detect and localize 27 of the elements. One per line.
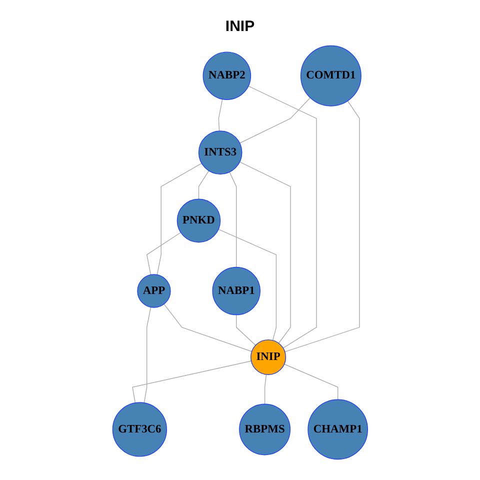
connector bbox=[218, 98, 223, 132]
connector bbox=[248, 86, 317, 348]
node-circle: NABP1 bbox=[212, 266, 260, 316]
node-circle: INTS3 bbox=[198, 130, 242, 174]
node-circle: INIP bbox=[250, 339, 286, 376]
connector bbox=[239, 97, 310, 144]
node-circle: COMTD1 bbox=[300, 45, 362, 106]
connector bbox=[264, 374, 266, 404]
node-circle: CHAMP1 bbox=[307, 399, 368, 460]
connector bbox=[144, 306, 151, 404]
node-circle: GTF3C6 bbox=[112, 402, 167, 457]
connector bbox=[236, 314, 256, 346]
connector bbox=[156, 162, 202, 276]
node-circle: RBPMS bbox=[238, 404, 290, 456]
diagram-title: INIP bbox=[224, 18, 256, 37]
connector bbox=[146, 232, 181, 276]
node-circle: APP bbox=[136, 274, 171, 308]
connector bbox=[228, 172, 237, 268]
connector bbox=[198, 170, 209, 200]
connector bbox=[239, 162, 291, 344]
connector bbox=[163, 304, 252, 352]
connector bbox=[284, 364, 338, 400]
node-circle: NABP2 bbox=[202, 52, 251, 100]
connector bbox=[284, 100, 360, 352]
connector bbox=[132, 360, 252, 404]
connector bbox=[218, 228, 276, 341]
node-circle: PNKD bbox=[176, 198, 220, 243]
